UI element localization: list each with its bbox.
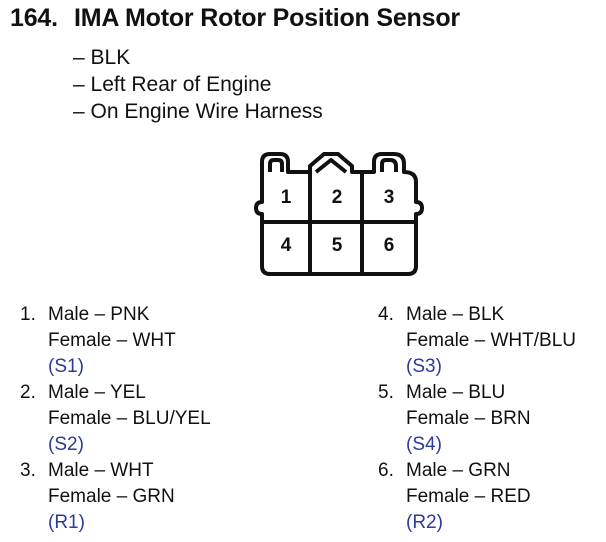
male-wire: Male – GRN [406, 460, 511, 481]
pin-3-label: 3 [384, 187, 395, 208]
signal-code: (S4) [406, 434, 442, 455]
female-wire: Female – RED [406, 486, 531, 507]
signal-code: (S2) [48, 434, 84, 455]
female-wire: Female – BRN [406, 408, 531, 429]
female-wire: Female – WHT/BLU [406, 330, 576, 351]
component-name: IMA Motor Rotor Position Sensor [74, 4, 460, 32]
section-number: 164. [10, 4, 58, 32]
pin-5-label: 5 [332, 235, 343, 256]
pin-number: 5. [378, 382, 394, 403]
pin-2-label: 2 [332, 187, 343, 208]
connector-housing [254, 152, 424, 276]
female-wire: Female – GRN [48, 486, 175, 507]
pinout-right-column: 4. Male – BLK Female – WHT/BLU (S3) 5. M… [378, 302, 576, 536]
harness: – On Engine Wire Harness [73, 100, 323, 123]
male-wire: Male – YEL [48, 382, 146, 403]
pin-number: 1. [20, 304, 36, 325]
location: – Left Rear of Engine [73, 73, 272, 96]
pin-1-label: 1 [281, 187, 292, 208]
pin-number: 2. [20, 382, 36, 403]
pin-number: 4. [378, 304, 394, 325]
male-wire: Male – WHT [48, 460, 154, 481]
pin-6-label: 6 [384, 235, 395, 256]
pin-entry-3: 3. Male – WHT Female – GRN (R1) [20, 458, 211, 536]
connector-diagram: 1 2 3 4 5 6 [254, 152, 424, 276]
pin-4-label: 4 [281, 235, 292, 256]
signal-code: (R1) [48, 512, 85, 533]
pin-entry-6: 6. Male – GRN Female – RED (R2) [378, 458, 576, 536]
male-wire: Male – PNK [48, 304, 150, 325]
pin-entry-2: 2. Male – YEL Female – BLU/YEL (S2) [20, 380, 211, 458]
pin-number: 3. [20, 460, 36, 481]
signal-code: (R2) [406, 512, 443, 533]
pin-entry-1: 1. Male – PNK Female – WHT (S1) [20, 302, 211, 380]
component-properties: – BLK – Left Rear of Engine – On Engine … [73, 44, 323, 125]
right-latch [380, 158, 398, 172]
signal-code: (S1) [48, 356, 84, 377]
key-notch [314, 158, 348, 174]
female-wire: Female – WHT [48, 330, 176, 351]
pinout-left-column: 1. Male – PNK Female – WHT (S1) 2. Male … [20, 302, 211, 536]
female-wire: Female – BLU/YEL [48, 408, 211, 429]
male-wire: Male – BLK [406, 304, 505, 325]
signal-code: (S3) [406, 356, 442, 377]
pin-entry-4: 4. Male – BLK Female – WHT/BLU (S3) [378, 302, 576, 380]
male-wire: Male – BLU [406, 382, 506, 403]
left-latch [268, 158, 284, 172]
page-title: 164. IMA Motor Rotor Position Sensor [10, 4, 460, 33]
pin-number: 6. [378, 460, 394, 481]
connector-color: – BLK [73, 46, 131, 69]
pin-entry-5: 5. Male – BLU Female – BRN (S4) [378, 380, 576, 458]
